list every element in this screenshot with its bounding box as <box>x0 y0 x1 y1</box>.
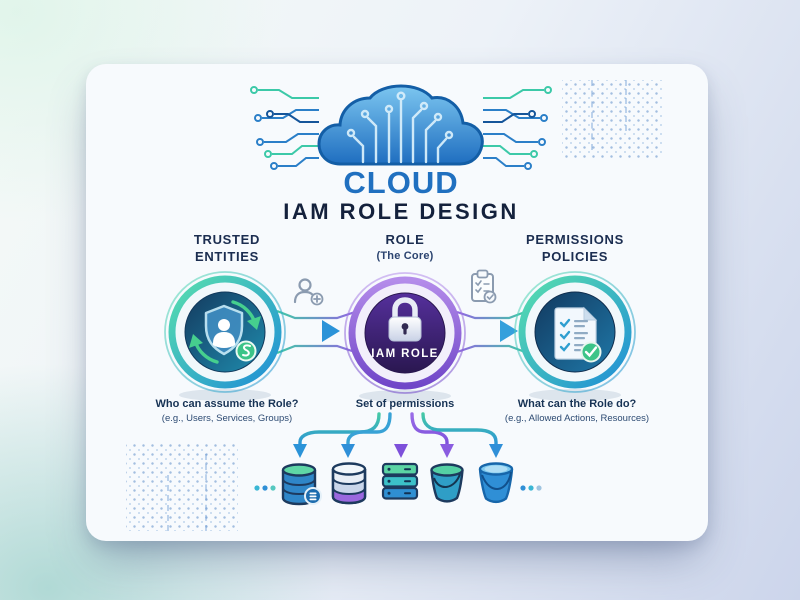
caption-text: Set of permissions <box>355 398 455 410</box>
trusted-entities-circle <box>164 271 286 393</box>
role-circle <box>344 272 466 394</box>
iam-role-label: IAM ROLE <box>371 348 439 360</box>
cloud-circuit-icon <box>317 84 484 166</box>
policy-checklist-icon <box>554 306 602 363</box>
column-heading-role: ROLE (The Core) <box>377 232 434 263</box>
heading-line: ROLE <box>385 232 425 247</box>
caption-text: What can the Role do? <box>517 398 637 410</box>
storage-bucket-alt-icon <box>478 462 514 504</box>
fanout-arrowhead <box>341 444 355 458</box>
circle-shadow <box>359 390 451 402</box>
caption-permissions-policies: What can the Role do? (e.g., Allowed Act… <box>505 398 649 425</box>
caption-subtext: (e.g., Users, Services, Groups) <box>161 413 293 425</box>
arrow-trusted-to-role <box>286 320 340 342</box>
refresh-arrows-icon <box>189 300 261 364</box>
database-tiered-icon <box>331 462 367 505</box>
caption-text: Who can assume the Role? <box>155 398 299 410</box>
shield-user-icon <box>204 304 244 356</box>
clipboard-check-icon <box>471 269 497 304</box>
fanout-arrowhead <box>489 444 503 458</box>
circuit-traces-left <box>250 86 319 170</box>
dot-matrix-top-right <box>562 80 664 160</box>
circle-shadow <box>179 389 271 401</box>
storage-bucket-icon <box>430 463 464 503</box>
user-add-icon <box>293 278 324 306</box>
diagram-art <box>164 84 636 506</box>
column-heading-trusted-entities: TRUSTED ENTITIES <box>194 232 260 266</box>
arrow-role-to-policies <box>466 320 518 342</box>
server-rack-icon <box>381 462 419 500</box>
ellipsis-left <box>254 485 276 491</box>
infographic-card: CLOUD IAM ROLE DESIGN TRUSTED ENTITIES R… <box>86 64 708 541</box>
circle-shadow <box>529 389 621 401</box>
ellipsis-right <box>520 485 542 491</box>
caption-trusted-entities: Who can assume the Role? (e.g., Users, S… <box>155 398 298 425</box>
policy-circle <box>514 271 636 393</box>
database-secure-icon <box>281 463 322 506</box>
heading-line: TRUSTED <box>193 232 261 247</box>
column-heading-permissions-policies: PERMISSIONS POLICIES <box>526 232 624 266</box>
fanout-arrowhead <box>440 444 454 458</box>
check-badge-icon <box>580 341 602 363</box>
caption-role: Set of permissions <box>356 398 454 411</box>
padlock-icon <box>388 297 422 342</box>
heading-line: ENTITIES <box>194 248 260 264</box>
heading-subline: (The Core) <box>376 249 434 262</box>
sync-badge-icon <box>235 340 257 362</box>
page-title: CLOUD <box>343 165 459 200</box>
heading-line: PERMISSIONS <box>526 232 624 247</box>
fanout-arrowhead <box>293 444 307 458</box>
fanout-arrowhead <box>394 444 408 458</box>
circuit-traces-right <box>483 86 552 170</box>
heading-line: POLICIES <box>541 248 609 264</box>
permissions-fanout <box>293 412 503 458</box>
page-subtitle: IAM ROLE DESIGN <box>283 199 519 224</box>
caption-subtext: (e.g., Allowed Actions, Resources) <box>504 413 650 425</box>
connector-trace-trusted-role <box>276 309 356 355</box>
